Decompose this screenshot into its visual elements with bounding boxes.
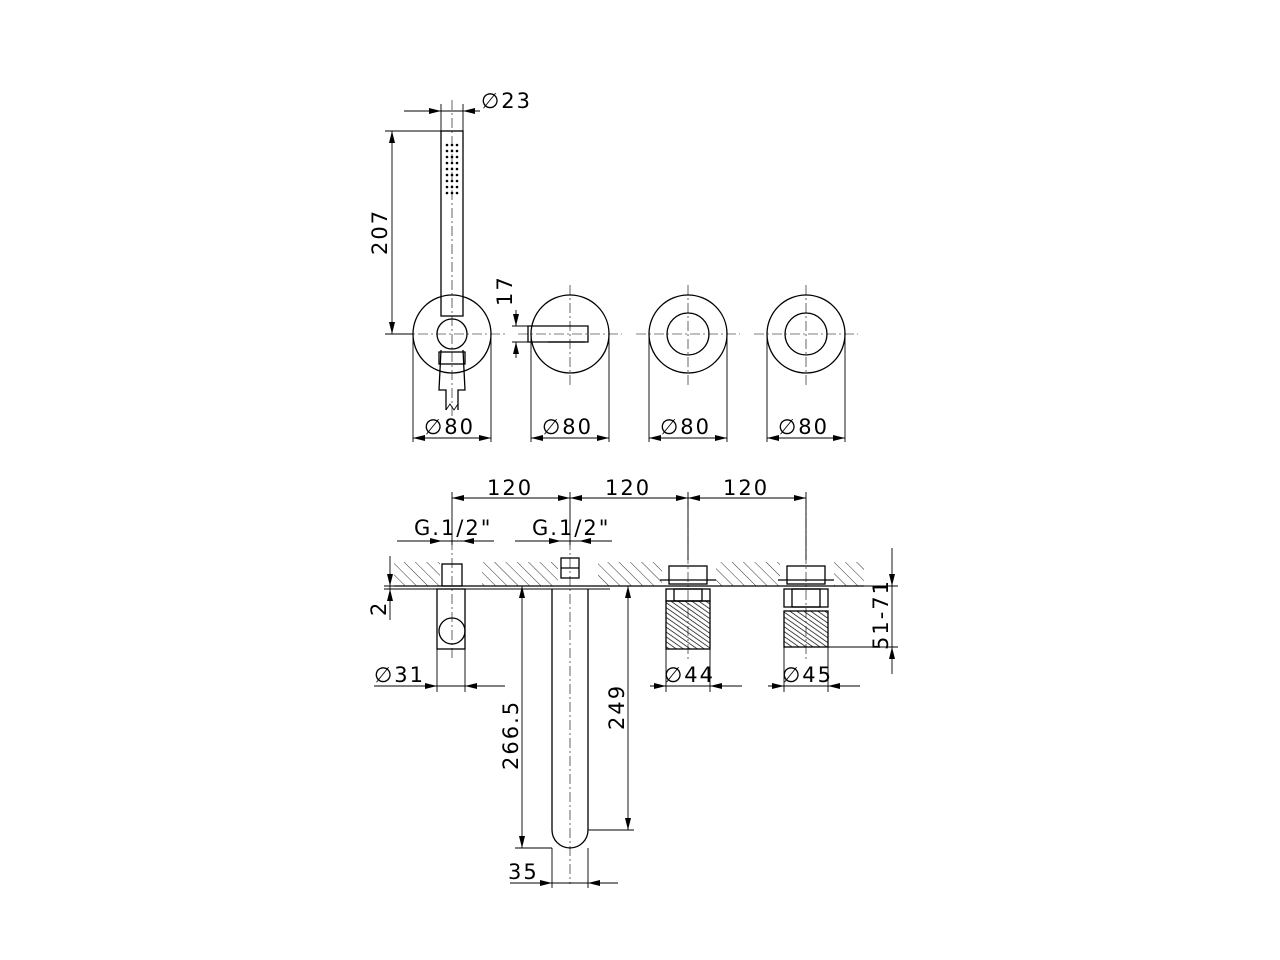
dim-connection-2: G.1/2" [515, 516, 612, 544]
dim-plate-4-diameter: ∅80 [766, 334, 846, 442]
label-spout-height: 249 [605, 684, 629, 730]
dim-plate-2-diameter: ∅80 [530, 334, 610, 442]
dim-spout-height-total: 266.5 [499, 586, 552, 849]
knob-2-section [778, 500, 834, 660]
label-plate-1-diameter: ∅80 [424, 415, 475, 439]
label-connection-2: G.1/2" [532, 516, 610, 540]
label-spacing-3: 120 [723, 476, 769, 500]
front-view: ∅23 207 17 ∅80 [368, 89, 858, 442]
label-spout-height-total: 266.5 [499, 700, 523, 770]
dim-holder-diameter: ∅31 [374, 649, 505, 692]
spout-section [551, 540, 589, 884]
label-wall-depth-range: 51-71 [869, 579, 893, 650]
dim-spout-height: 249 [588, 586, 634, 831]
holder-section [436, 540, 466, 660]
label-handshower-length: 207 [368, 209, 392, 255]
knob-1-section [660, 500, 716, 660]
label-holder-diameter: ∅31 [374, 663, 425, 687]
plate-knob-1 [636, 285, 740, 385]
label-spout-diameter: 35 [508, 860, 539, 884]
plate-knob-2 [754, 285, 858, 385]
dim-plate-thickness: 2 [367, 556, 440, 620]
label-handle-2-diameter: ∅45 [782, 663, 833, 687]
dim-handle-1-diameter: ∅44 [650, 649, 742, 692]
dim-handshower-length: 207 [368, 130, 441, 335]
dim-spacing: 120 120 120 [451, 476, 807, 560]
label-plate-3-diameter: ∅80 [660, 415, 711, 439]
dim-plate-3-diameter: ∅80 [648, 334, 728, 442]
dim-spout-diameter: 35 [508, 848, 618, 888]
dim-plate-1-diameter: ∅80 [412, 334, 492, 442]
label-handle-1-diameter: ∅44 [664, 663, 715, 687]
label-connection-1: G.1/2" [414, 516, 492, 540]
dim-handshower-diameter: ∅23 [404, 89, 532, 131]
handshower-nozzle-grid [445, 143, 459, 195]
dim-connection-1: G.1/2" [397, 516, 494, 544]
wall-section [394, 562, 864, 590]
dim-wall-depth-range: 51-71 [828, 548, 898, 674]
plate-diverter [518, 285, 622, 385]
label-spacing-2: 120 [605, 476, 651, 500]
section-view: 120 120 120 G.1/2" G.1/2" 2 [367, 476, 898, 888]
label-plate-2-diameter: ∅80 [542, 415, 593, 439]
handshower [400, 100, 505, 420]
label-handshower-diameter: ∅23 [481, 89, 532, 113]
label-spacing-1: 120 [487, 476, 533, 500]
label-plate-thickness: 2 [367, 601, 391, 616]
label-plate-offset: 17 [493, 275, 517, 306]
label-plate-4-diameter: ∅80 [778, 415, 829, 439]
dim-handle-2-diameter: ∅45 [768, 647, 860, 692]
dim-plate-offset: 17 [493, 275, 530, 358]
